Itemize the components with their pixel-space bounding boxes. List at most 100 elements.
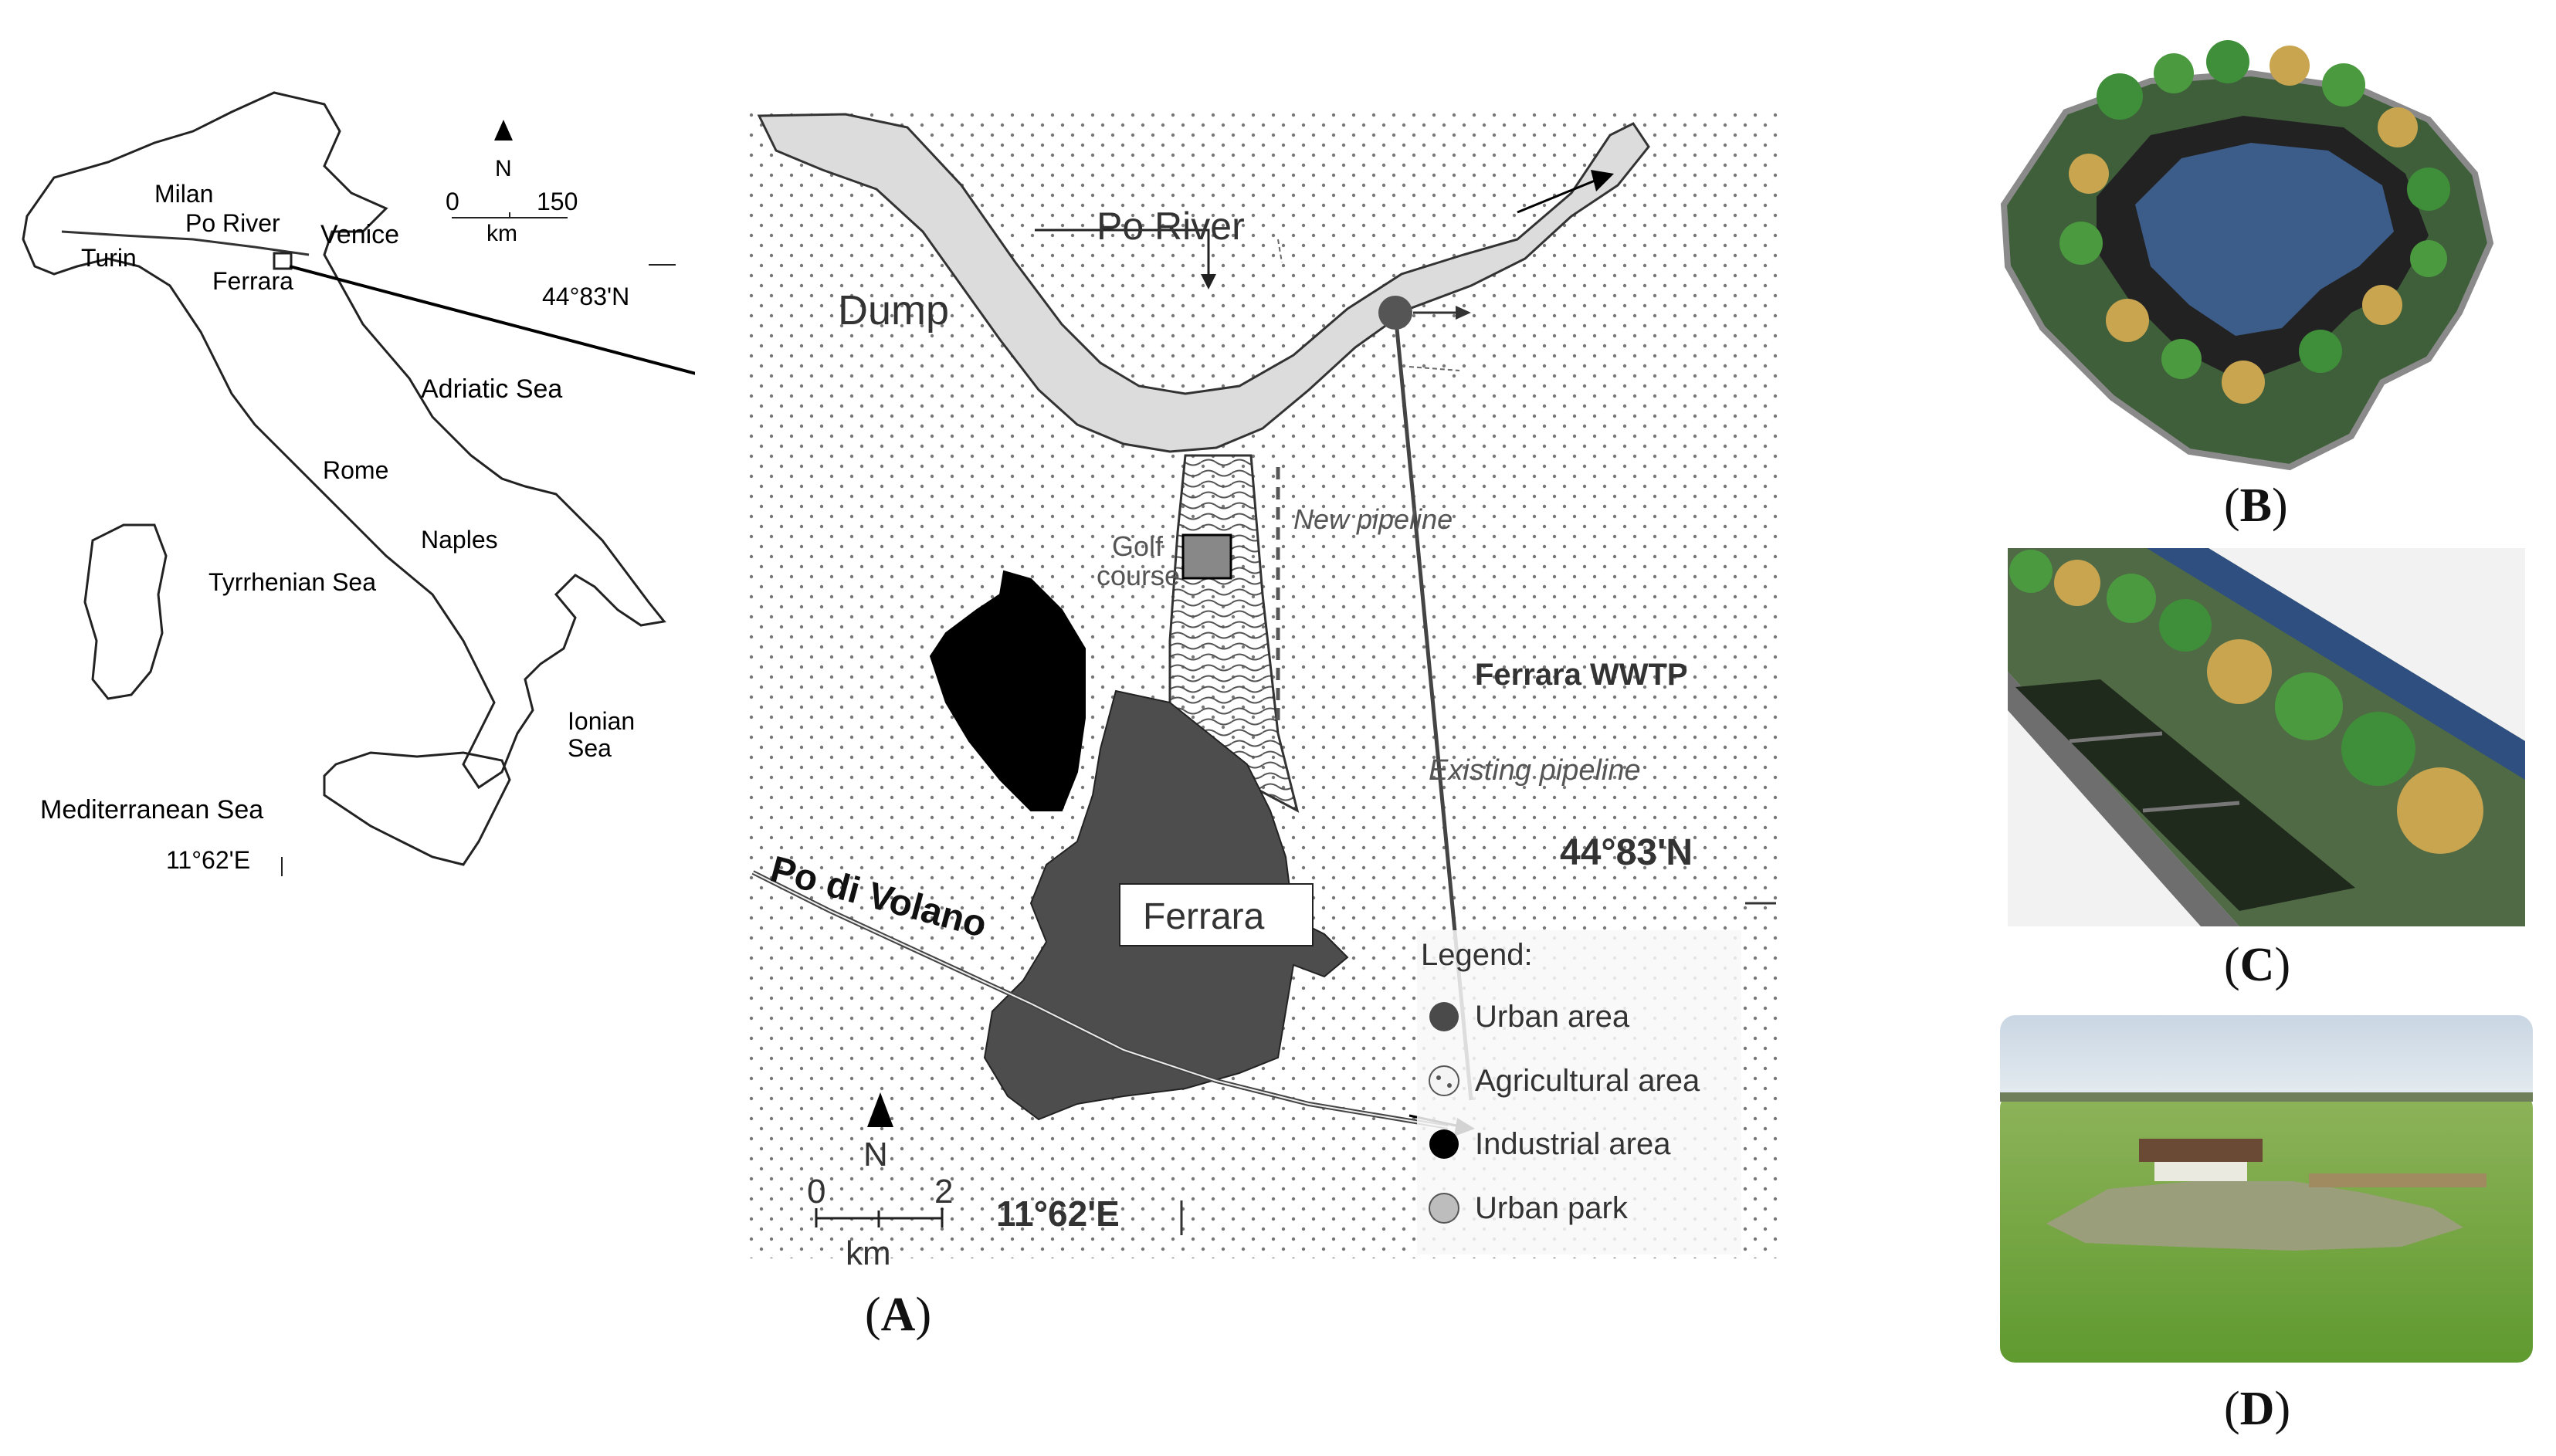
panel-b-pond-render [2000, 40, 2494, 471]
dump-pointer-line [1035, 229, 1210, 278]
footbridge [2139, 1139, 2263, 1162]
tree-icon [2341, 712, 2415, 786]
legend-label-industrial: Industrial area [1475, 1127, 1671, 1161]
label-course: course [1097, 560, 1180, 591]
label-po-river-main: Po River [1097, 205, 1245, 248]
italy-inset-map: Milan Po River Venice Turin Ferrara Adri… [22, 91, 695, 876]
legend-swatch-agricultural-dot2 [1447, 1083, 1452, 1088]
label-tyrrhenian-sea: Tyrrhenian Sea [208, 568, 376, 596]
label-inset-longitude: 11°62'E [166, 846, 250, 874]
label-naples: Naples [421, 526, 498, 554]
inset-scale-end: 150 [537, 188, 578, 215]
panel-label-d: (D) [2224, 1383, 2291, 1435]
dump-location-box [1181, 533, 1232, 580]
tree-icon [2322, 63, 2365, 107]
legend-title: Legend: [1421, 938, 1533, 972]
panel-label-b: (B) [2224, 479, 2288, 532]
tree-icon [2299, 330, 2342, 373]
map-scale-start: 0 [807, 1173, 825, 1211]
label-ferrara-inset: Ferrara [212, 267, 293, 295]
po-di-volano-canal-inner [752, 872, 1449, 1128]
river-flow-arrow-head [1591, 170, 1614, 191]
dump-pointer-head [1201, 274, 1216, 290]
existing-pipeline-pointer [1409, 366, 1460, 371]
legend-swatch-industrial [1429, 1129, 1459, 1159]
tree-icon [2106, 299, 2149, 342]
tree-icon [2378, 107, 2418, 147]
ferrara-location-marker [273, 252, 293, 270]
inset-scale-start: 0 [446, 188, 459, 215]
label-dump: Dump [838, 287, 949, 334]
channel-ground [2008, 548, 2525, 926]
tree-icon [2397, 767, 2483, 854]
inset-north-label: N [495, 156, 512, 181]
panel-label-a: (A) [865, 1288, 932, 1341]
tree-icon [2097, 73, 2143, 120]
legend-swatch-park [1429, 1193, 1459, 1224]
tree-icon [2154, 53, 2194, 93]
industrial-area [929, 570, 1086, 811]
pond-water [2046, 1181, 2463, 1251]
tree-icon [2206, 40, 2249, 83]
inset-north-arrow-icon [494, 120, 513, 141]
label-existing-pipeline: Existing pipeline [1429, 754, 1641, 787]
po-river-line [61, 230, 310, 256]
tree-icon [2222, 361, 2265, 404]
label-milan: Milan [154, 180, 213, 208]
wwtp-marker [1378, 296, 1412, 330]
tree-icon [2059, 222, 2103, 265]
tree-icon [2407, 168, 2450, 211]
tree-icon [2107, 574, 2156, 623]
panel-d-golf-course-photo [2000, 1015, 2533, 1363]
footbridge-deck [2154, 1162, 2247, 1181]
legend-swatch-agricultural [1429, 1065, 1459, 1096]
channel-water [2147, 548, 2525, 780]
river-flow-arrow [1517, 176, 1603, 214]
legend-label-urban: Urban area [1475, 1000, 1630, 1034]
map-scale-end: 2 [934, 1173, 953, 1211]
map-north-label: N [863, 1136, 888, 1173]
tree-icon [2207, 639, 2272, 704]
photo-sky [2000, 1015, 2533, 1108]
label-ferrara-city: Ferrara [1143, 896, 1265, 937]
legend-label-agricultural: Agricultural area [1475, 1064, 1700, 1098]
tree-icon [2275, 672, 2343, 740]
label-ionian: Ionian [568, 707, 635, 735]
label-ferrara-wwtp: Ferrara WWTP [1475, 658, 1688, 692]
panel-label-c: (C) [2224, 939, 2291, 991]
tree-icon [2009, 550, 2053, 593]
label-map-latitude: 44°83'N [1560, 832, 1693, 873]
zoom-arrow [289, 265, 695, 375]
wwtp-arrow-head [1456, 306, 1471, 320]
inset-scale-unit: km [486, 221, 517, 246]
label-new-pipeline: New pipeline [1293, 503, 1453, 535]
legend-swatch-urban [1429, 1002, 1459, 1031]
pond-water [2135, 143, 2394, 336]
new-pipeline-pointer [1277, 239, 1283, 263]
bed-divider [2142, 801, 2240, 813]
tree-line [2000, 1092, 2533, 1102]
label-turin: Turin [81, 244, 137, 272]
label-mediterranean-sea: Mediterranean Sea [40, 795, 263, 825]
label-golf: Golf [1112, 530, 1164, 562]
sardinia-outline [83, 523, 168, 700]
italy-mainland-outline [22, 91, 666, 790]
panel-c-channel-render [2008, 548, 2525, 926]
legend-label-park: Urban park [1475, 1191, 1629, 1225]
po-river-area [757, 113, 1650, 453]
legend-background [1417, 930, 1741, 1255]
ferrara-detail-map: Po River Dump New pipeline Golf course F… [747, 108, 1780, 1266]
label-venice: Venice [320, 220, 399, 249]
bed-divider [2069, 731, 2163, 743]
label-inset-latitude: 44°83'N [542, 283, 629, 310]
legend-swatch-agricultural-dot [1436, 1075, 1441, 1080]
label-ionian-sea: Sea [568, 734, 612, 762]
wooden-edging [2309, 1173, 2487, 1187]
ferrara-label-box [1119, 883, 1314, 946]
tree-icon [2362, 285, 2402, 325]
label-adriatic-sea: Adriatic Sea [421, 374, 562, 404]
sicily-outline [323, 751, 511, 866]
tree-icon [2161, 339, 2202, 379]
tree-icon [2069, 154, 2109, 194]
tree-icon [2410, 240, 2447, 277]
